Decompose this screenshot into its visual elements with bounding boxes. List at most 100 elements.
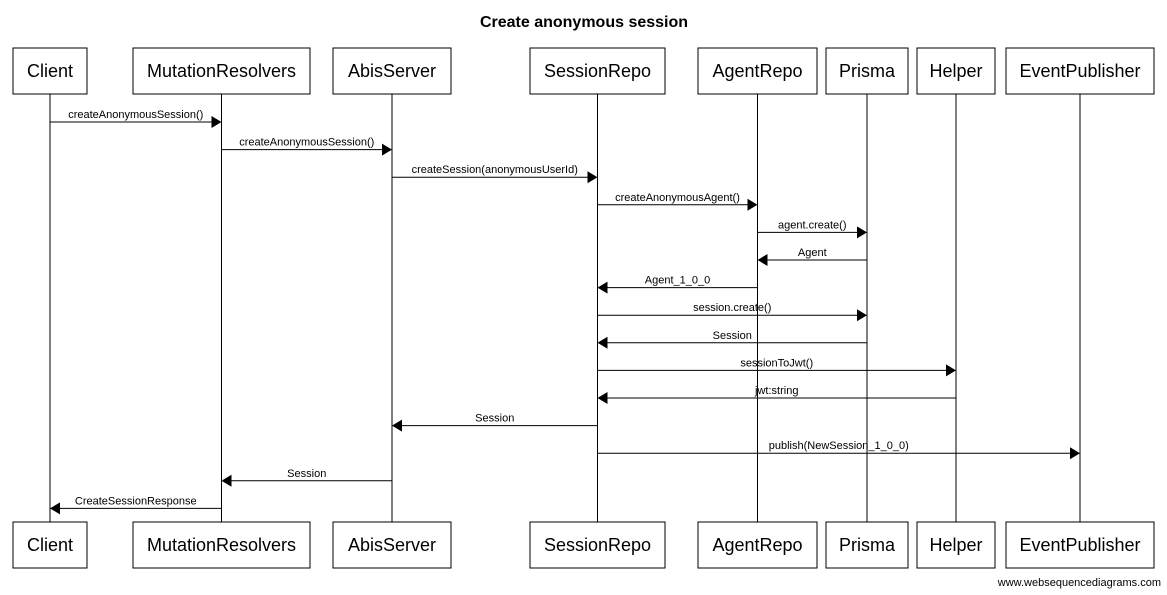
message-9: Session — [597, 330, 867, 349]
participant-box-frame — [12, 521, 88, 569]
participant-label: Helper — [929, 535, 982, 555]
participant-agent-repo-top: AgentRepo — [697, 47, 818, 95]
participant-mutation-resolvers-bottom: MutationResolvers — [132, 521, 311, 569]
messages: createAnonymousSession() createAnonymousS… — [50, 109, 1080, 515]
participants-bottom: Client MutationResolvers AbisServer Session… — [12, 521, 1155, 569]
message-label: sessionToJwt() — [740, 357, 813, 369]
arrowhead-icon — [1070, 447, 1080, 460]
participant-box-frame — [1005, 521, 1155, 569]
message-label: agent.create() — [778, 219, 846, 231]
participant-event-publisher-top: EventPublisher — [1005, 47, 1155, 95]
participant-prisma-bottom: Prisma — [825, 521, 909, 569]
participant-label: MutationResolvers — [147, 61, 296, 81]
arrowhead-icon — [747, 198, 758, 211]
participant-label: MutationResolvers — [147, 535, 296, 555]
participant-prisma-top: Prisma — [825, 47, 909, 95]
message-label: Session — [713, 330, 752, 342]
message-label: Agent — [798, 247, 827, 259]
message-label: createAnonymousAgent() — [615, 192, 740, 204]
participant-box-frame — [529, 521, 666, 569]
arrowhead-icon — [946, 364, 956, 377]
message-1: createAnonymousSession() — [50, 109, 222, 128]
participant-client-bottom: Client — [12, 521, 88, 569]
participant-abis-server-top: AbisServer — [332, 47, 452, 95]
message-4: createAnonymousAgent() — [597, 192, 758, 211]
lifelines — [49, 94, 1081, 522]
participant-client-top: Client — [12, 47, 88, 95]
participant-box-frame — [697, 521, 818, 569]
message-label: CreateSessionResponse — [75, 495, 197, 507]
participant-event-publisher-bottom: EventPublisher — [1005, 521, 1155, 569]
participant-box-frame — [916, 47, 996, 95]
message-5: agent.create() — [757, 219, 867, 239]
arrowhead-icon — [392, 419, 402, 432]
arrowhead-icon — [857, 309, 867, 322]
participant-box-frame — [916, 521, 996, 569]
message-label: publish(NewSession_1_0_0) — [769, 440, 909, 452]
arrowhead-icon — [382, 143, 392, 156]
participant-label: Client — [27, 535, 73, 555]
participant-label: EventPublisher — [1019, 535, 1140, 555]
message-11: jwt:string — [597, 385, 956, 404]
message-12: Session — [392, 413, 598, 432]
diagram-title: Create anonymous session — [480, 14, 688, 31]
arrowhead-icon — [221, 474, 232, 487]
message-label: createSession(anonymousUserId) — [412, 164, 578, 176]
message-label: createAnonymousSession() — [68, 109, 203, 121]
participant-label: AbisServer — [348, 535, 436, 555]
participant-agent-repo-bottom: AgentRepo — [697, 521, 818, 569]
message-13: publish(NewSession_1_0_0) — [597, 440, 1080, 460]
participant-label: Prisma — [839, 61, 896, 81]
participant-helper-bottom: Helper — [916, 521, 996, 569]
participant-box-frame — [529, 47, 666, 95]
arrowhead-icon — [857, 226, 867, 239]
participant-box-frame — [697, 47, 818, 95]
arrowhead-icon — [757, 254, 768, 266]
participant-label: AbisServer — [348, 61, 436, 81]
message-15: CreateSessionResponse — [50, 495, 222, 515]
message-label: createAnonymousSession() — [239, 137, 374, 149]
message-7: Agent_1_0_0 — [597, 275, 758, 294]
participant-box-frame — [825, 521, 909, 569]
message-2: createAnonymousSession() — [221, 137, 392, 156]
message-label: Agent_1_0_0 — [645, 275, 710, 287]
participant-box-frame — [12, 47, 88, 95]
participant-box-frame — [332, 47, 452, 95]
participants-top: Client MutationResolvers AbisServer Session… — [12, 47, 1155, 95]
message-label: session.create() — [693, 302, 771, 314]
arrowhead-icon — [597, 392, 608, 404]
participant-box-frame — [132, 521, 311, 569]
participant-label: AgentRepo — [712, 535, 802, 555]
message-label: Session — [475, 413, 514, 425]
message-3: createSession(anonymousUserId) — [392, 164, 598, 184]
participant-label: SessionRepo — [544, 535, 651, 555]
participant-session-repo-top: SessionRepo — [529, 47, 666, 95]
message-6: Agent — [757, 247, 867, 266]
arrowhead-icon — [597, 281, 608, 294]
message-label: jwt:string — [754, 385, 798, 397]
participant-label: EventPublisher — [1019, 61, 1140, 81]
participant-box-frame — [332, 521, 452, 569]
participant-label: Client — [27, 61, 73, 81]
participant-abis-server-bottom: AbisServer — [332, 521, 452, 569]
participant-mutation-resolvers-top: MutationResolvers — [132, 47, 311, 95]
arrowhead-icon — [587, 171, 598, 184]
watermark-text: www.websequencediagrams.com — [997, 577, 1161, 589]
participant-box-frame — [132, 47, 311, 95]
message-10: sessionToJwt() — [597, 357, 956, 377]
participant-label: SessionRepo — [544, 61, 651, 81]
message-label: Session — [287, 468, 326, 480]
participant-label: Helper — [929, 61, 982, 81]
participant-helper-top: Helper — [916, 47, 996, 95]
arrowhead-icon — [211, 116, 222, 128]
message-14: Session — [221, 468, 392, 487]
arrowhead-icon — [597, 336, 608, 349]
participant-session-repo-bottom: SessionRepo — [529, 521, 666, 569]
arrowhead-icon — [50, 502, 60, 515]
participant-label: AgentRepo — [712, 61, 802, 81]
participant-label: Prisma — [839, 535, 896, 555]
participant-box-frame — [1005, 47, 1155, 95]
participant-box-frame — [825, 47, 909, 95]
message-8: session.create() — [597, 302, 867, 322]
